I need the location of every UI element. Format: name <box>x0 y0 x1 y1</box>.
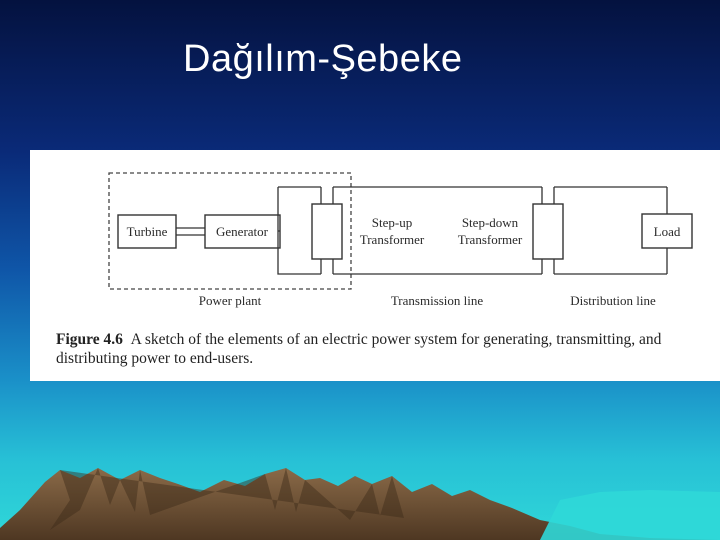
power-system-diagram: Turbine Generator Step-up Transforme <box>108 172 693 308</box>
figure-panel: Turbine Generator Step-up Transforme <box>30 150 720 381</box>
load-block <box>641 213 693 249</box>
power-plant-boundary <box>108 172 352 290</box>
figure-caption: Figure 4.6 A sketch of the elements of a… <box>56 330 696 368</box>
mountain-landscape <box>0 468 720 540</box>
caption-label: Figure 4.6 <box>56 331 123 348</box>
caption-text: A sketch of the elements of an electric … <box>56 331 662 367</box>
power-plant-label: Power plant <box>199 293 262 308</box>
step-down-transformer-block <box>532 203 564 260</box>
step-up-label-line2: Transformer <box>360 232 425 247</box>
step-up-label-line1: Step-up <box>372 215 412 230</box>
generator-label: Generator <box>216 224 269 239</box>
step-up-transformer-block <box>311 203 343 260</box>
turbine-block <box>117 214 177 249</box>
turbine-label: Turbine <box>127 224 168 239</box>
generator-circuit <box>277 187 321 275</box>
distribution-line-label: Distribution line <box>570 293 656 308</box>
slide-title: Dağılım-Şebeke <box>183 38 463 80</box>
step-down-label-line2: Transformer <box>458 232 523 247</box>
transmission-line-label: Transmission line <box>391 293 484 308</box>
load-label: Load <box>654 224 681 239</box>
step-down-label-line1: Step-down <box>462 215 519 230</box>
